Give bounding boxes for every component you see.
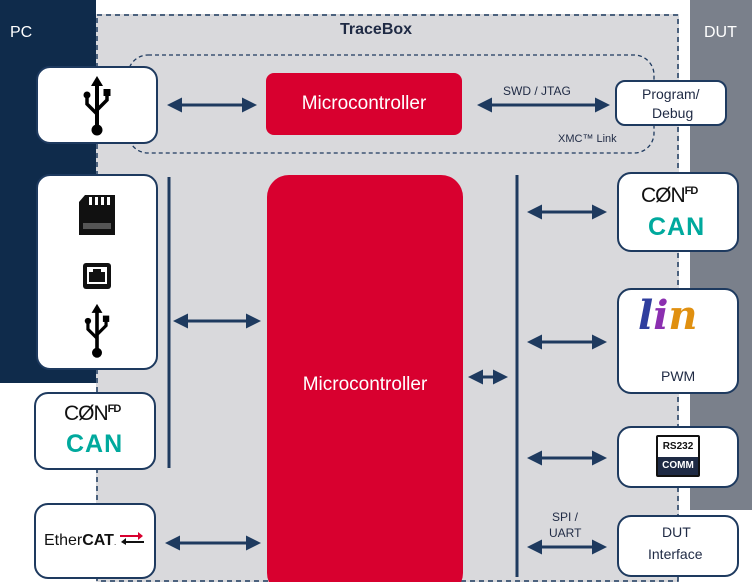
uart-label: UART: [549, 526, 582, 540]
lin-letter-l: l: [638, 292, 654, 339]
dut-label: DUT: [704, 24, 737, 41]
lin-letter-i: i: [653, 292, 669, 339]
ethercat-arrow-icon: [120, 532, 144, 545]
ethercat-mark: .: [113, 538, 117, 547]
ethercat-logo: EtherCAT.: [44, 532, 116, 550]
pc-can-box: [34, 392, 156, 470]
dut-can-text: CAN: [648, 213, 706, 241]
main-microcontroller: Microcontroller: [267, 175, 463, 582]
can-fd-label: FD: [107, 403, 122, 415]
tracebox-title: TraceBox: [340, 21, 413, 38]
dut-can-box: [617, 172, 739, 252]
dut-interface-box: [617, 515, 739, 577]
program-label: Program/: [642, 86, 700, 102]
spi-label: SPI /: [552, 510, 579, 524]
dut-can-logo-text: CØN: [641, 184, 686, 207]
usb-icon: [84, 303, 110, 358]
rs232-top-label: RS232: [662, 441, 694, 452]
rs232-bottom-label: COMM: [658, 457, 698, 475]
dut-can-fd-label: FD: [684, 185, 699, 197]
ethercat-prefix: Ether: [44, 532, 83, 549]
usb-icon: [83, 76, 111, 136]
debug-label: Debug: [652, 105, 694, 121]
rs232-icon: RS232 COMM: [656, 435, 700, 477]
pwm-label: PWM: [661, 368, 696, 384]
dut-interface-line1: DUT: [662, 524, 691, 540]
ethernet-port-icon: [83, 263, 111, 289]
lin-letter-n: n: [668, 292, 698, 339]
program-debug-box: [615, 80, 727, 126]
can-logo-text: CØN: [64, 402, 109, 425]
top-microcontroller: Microcontroller: [266, 73, 462, 135]
pc-label: PC: [10, 24, 33, 41]
ethercat-bold: CAT: [82, 532, 114, 549]
can-text: CAN: [66, 430, 124, 458]
can-logo: CØNFD: [64, 402, 122, 426]
lin-pwm-box: [617, 288, 739, 394]
swd-jtag-label: SWD / JTAG: [503, 84, 571, 98]
xmc-link-label: XMC™ Link: [558, 133, 617, 145]
dut-interface-line2: Interface: [648, 546, 703, 562]
sd-card-icon: [79, 195, 115, 235]
lin-logo-icon: lin: [638, 296, 698, 336]
dut-can-logo: CØNFD: [641, 184, 699, 208]
